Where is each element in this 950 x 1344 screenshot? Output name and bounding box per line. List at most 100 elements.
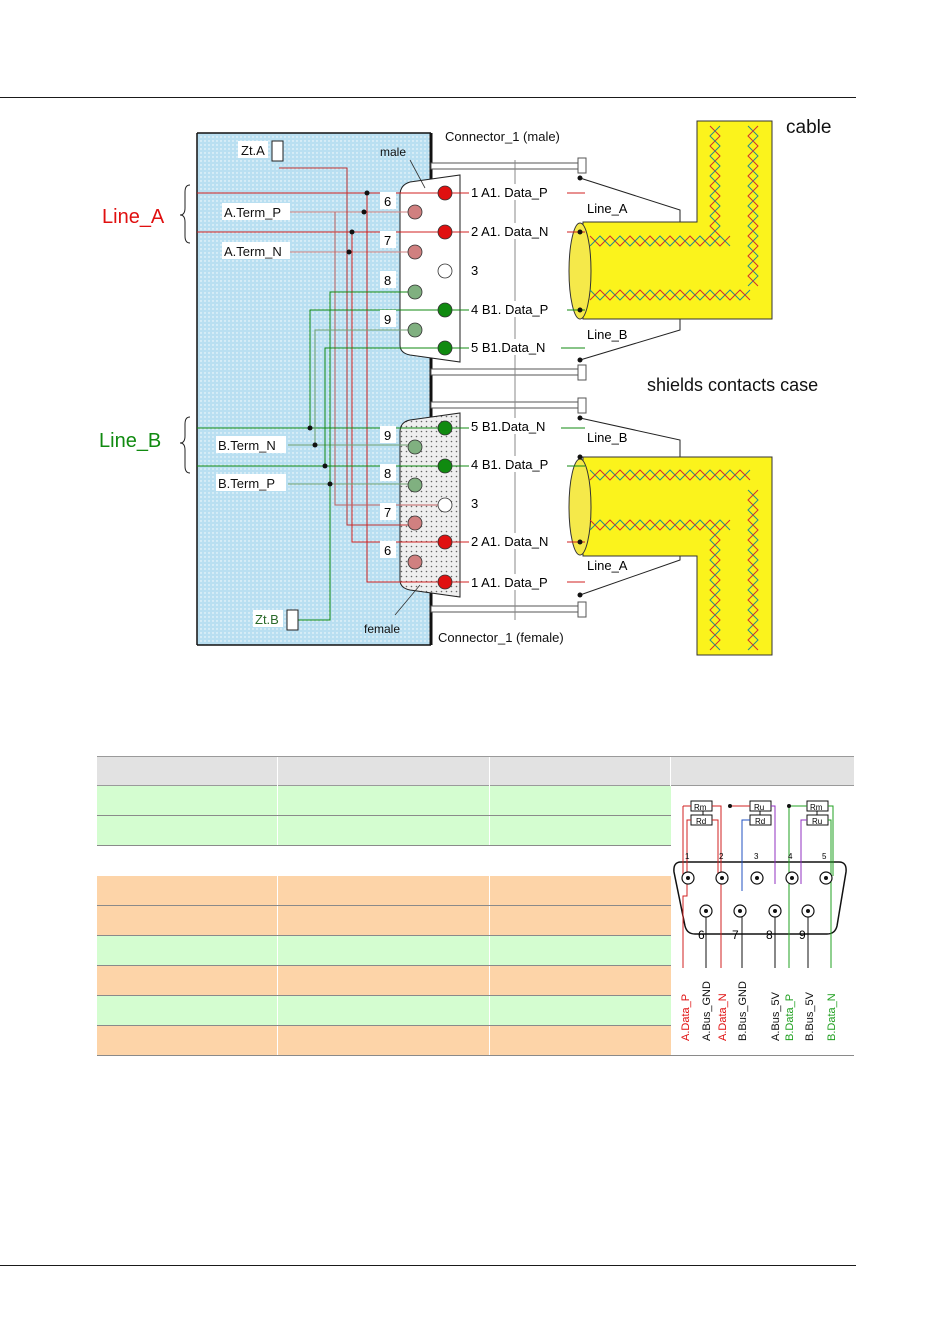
resistor-label: Rm (694, 803, 707, 812)
table-row (97, 816, 671, 846)
table-cell (490, 906, 671, 935)
pin-number-2: 2 (719, 852, 724, 861)
table-cell (278, 816, 490, 845)
table-row (97, 996, 671, 1026)
male-label: male (380, 145, 406, 159)
pin-number-7: 7 (732, 928, 739, 942)
line-b-label: Line_B (99, 430, 161, 452)
female-side-pin-6: 6 (384, 543, 391, 558)
header-rule (0, 97, 856, 98)
female-pin-2-label: 2 A1. Data_N (471, 534, 548, 549)
table-cell (97, 906, 278, 935)
male-pin-2-label: 2 A1. Data_N (471, 224, 548, 239)
resistor-label: Ru (754, 803, 764, 812)
female-pin-3-label: 3 (471, 496, 478, 511)
b-term-n-label: B.Term_N (218, 438, 276, 453)
cable-bottom-line-a: Line_A (587, 558, 628, 573)
zt-b-resistor (286, 609, 299, 631)
pin-number-3: 3 (754, 852, 759, 861)
cable-top-line-a: Line_A (587, 201, 628, 216)
table-row (97, 846, 671, 876)
table-cell (278, 786, 490, 815)
male-side-pin-6: 6 (384, 194, 391, 209)
table-cell (97, 786, 278, 815)
table-cell (97, 996, 278, 1025)
zt-a-resistor (271, 140, 284, 162)
table-cell (97, 876, 278, 905)
male-side-pin-7: 7 (384, 233, 391, 248)
female-pin-4-label: 4 B1. Data_P (471, 457, 548, 472)
pin-number-5: 5 (822, 852, 827, 861)
male-side-pin-9: 9 (384, 312, 391, 327)
connector-female-label: Connector_1 (female) (438, 630, 564, 645)
resistor-label: Rd (696, 817, 706, 826)
signal-a-data-n: A.Data_N (717, 993, 729, 1041)
male-pin-1-label: 1 A1. Data_P (471, 185, 548, 200)
line-a-label: Line_A (102, 206, 165, 228)
table-row (97, 786, 671, 816)
signal-a-bus-5v: A.Bus_5V (770, 991, 782, 1041)
table-cell (490, 786, 671, 815)
pin-number-1: 1 (685, 852, 690, 861)
table-cell (490, 876, 671, 905)
table-cell (490, 966, 671, 995)
a-term-p-label: A.Term_P (224, 205, 281, 220)
table-row (97, 1026, 671, 1056)
male-side-pin-8: 8 (384, 273, 391, 288)
table-cell (97, 1026, 278, 1055)
signal-a-bus-gnd: A.Bus_GND (701, 981, 713, 1041)
cable-top (582, 120, 773, 320)
b-term-p-label: B.Term_P (218, 476, 275, 491)
dsub-pinout-drawing: Rm Rd Ru Rd Rm Ru 1 2 3 4 5 6 7 8 9 A.Da… (673, 800, 847, 1041)
cable-bottom (582, 456, 773, 656)
female-side-pin-8: 8 (384, 466, 391, 481)
resistor-label: Ru (812, 817, 822, 826)
signal-b-data-p: B.Data_P (784, 994, 796, 1041)
female-label: female (364, 622, 400, 636)
table-header (97, 756, 854, 787)
signal-b-data-n: B.Data_N (826, 993, 838, 1041)
cable-top-line-b: Line_B (587, 327, 627, 342)
table-cell (278, 1026, 490, 1055)
pin-number-9: 9 (799, 928, 806, 942)
header-cell (490, 757, 671, 787)
signal-a-data-p: A.Data_P (680, 994, 692, 1041)
zt-b-label: Zt.B (255, 612, 279, 627)
cable-bottom-line-b: Line_B (587, 430, 627, 445)
table-cell (490, 816, 671, 845)
pin-number-4: 4 (788, 852, 793, 861)
table-cell (97, 936, 278, 965)
male-pin-3-label: 3 (471, 263, 478, 278)
zt-a-label: Zt.A (241, 143, 265, 158)
female-side-pin-7: 7 (384, 505, 391, 520)
table-cell (278, 876, 490, 905)
table-cell (278, 996, 490, 1025)
resistor-label: Rm (810, 803, 823, 812)
resistor-label: Rd (755, 817, 765, 826)
table-cell (278, 936, 490, 965)
table-row (97, 936, 671, 966)
connector-male-label: Connector_1 (male) (445, 129, 560, 144)
table-row (97, 906, 671, 936)
female-pin-5-label: 5 B1.Data_N (471, 419, 545, 434)
pin-number-6: 6 (698, 928, 705, 942)
table-cell (490, 936, 671, 965)
signal-b-bus-gnd: B.Bus_GND (737, 981, 749, 1041)
table-cell (278, 906, 490, 935)
pin-number-8: 8 (766, 928, 773, 942)
table-cell (278, 966, 490, 995)
connection-table: Rm Rd Ru Rd Rm Ru 1 2 3 4 5 6 7 8 9 A.Da… (97, 756, 854, 1056)
male-pin-5-label: 5 B1.Data_N (471, 340, 545, 355)
header-cell (671, 757, 854, 787)
table-cell (490, 996, 671, 1025)
female-side-pin-9: 9 (384, 428, 391, 443)
header-cell (97, 757, 278, 787)
table-row (97, 966, 671, 996)
footer-rule (0, 1265, 856, 1266)
table-cell (490, 1026, 671, 1055)
a-term-n-label: A.Term_N (224, 244, 282, 259)
table-row (97, 876, 671, 906)
cable-label: cable (786, 117, 831, 138)
female-pin-1-label: 1 A1. Data_P (471, 575, 548, 590)
signal-b-bus-5v: B.Bus_5V (804, 991, 816, 1041)
